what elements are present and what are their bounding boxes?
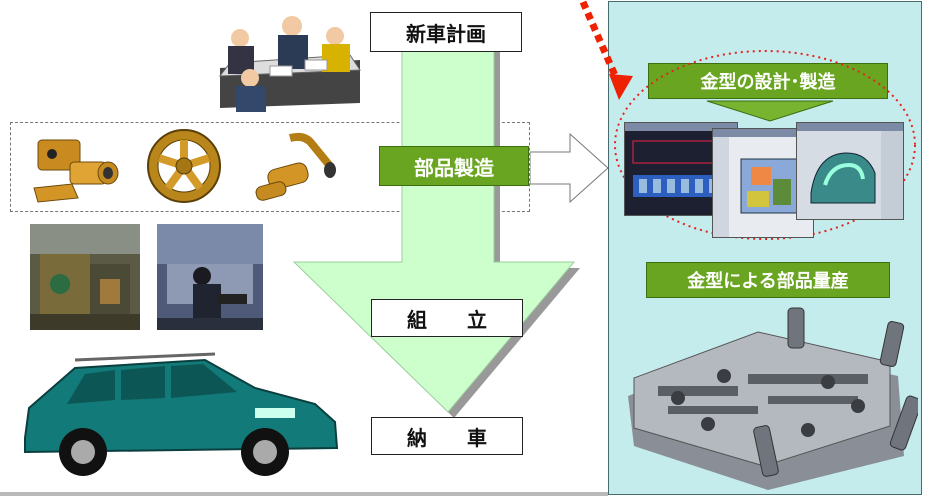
step-parts-manufacturing: 部品製造 xyxy=(379,146,529,186)
step-assembly: 組 立 xyxy=(371,299,523,337)
cad-screenshot-3 xyxy=(796,122,904,220)
design-highlight-ellipse xyxy=(612,47,918,243)
mold-mass-production-label: 金型による部品量産 xyxy=(646,262,890,298)
red-dotted-arrow xyxy=(575,0,645,110)
parts-to-panel-arrow xyxy=(529,132,610,204)
mold-design-label: 金型の設計･製造 xyxy=(648,63,888,99)
flow-arrow xyxy=(290,40,590,420)
die-mold-photo xyxy=(628,306,923,490)
design-down-arrow xyxy=(705,99,835,123)
step-new-car-plan: 新車計画 xyxy=(370,12,522,52)
step-delivery: 納 車 xyxy=(371,417,523,455)
part-muffler-icon xyxy=(250,126,340,206)
part-wheel-icon xyxy=(140,126,230,206)
assembly-line-photo xyxy=(30,224,140,330)
part-bracket-icon xyxy=(28,126,124,206)
worker-photo xyxy=(157,224,263,330)
car-illustration xyxy=(15,348,345,480)
bottom-rule xyxy=(0,492,608,496)
meeting-illustration xyxy=(210,8,370,116)
